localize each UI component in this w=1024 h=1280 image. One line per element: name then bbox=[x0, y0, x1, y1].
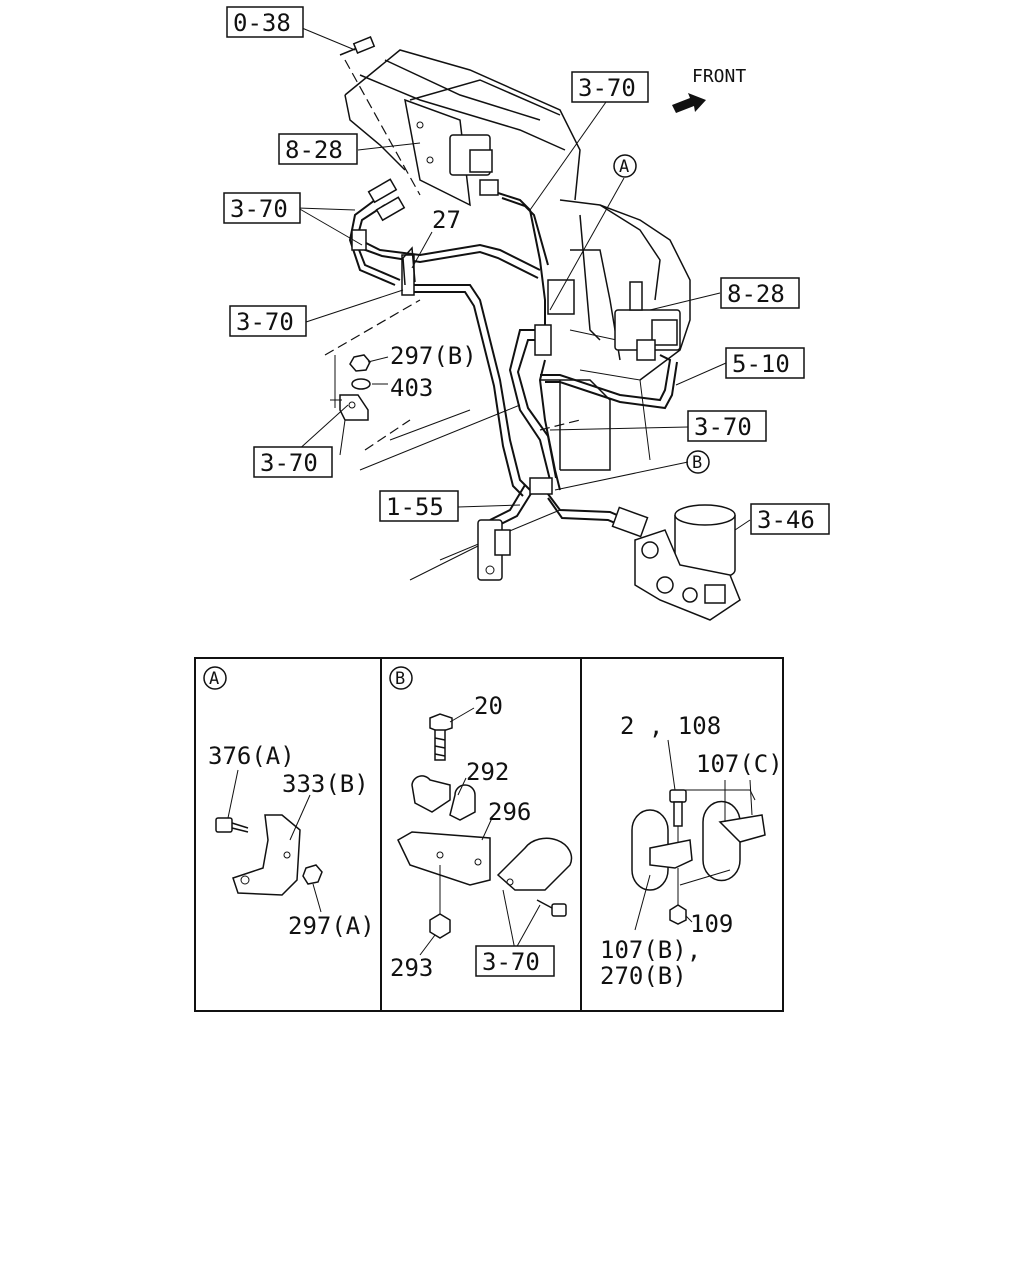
svg-text:8-28: 8-28 bbox=[727, 280, 785, 308]
svg-text:A: A bbox=[619, 157, 629, 177]
ref-box-3-70-top: 3-70 bbox=[571, 71, 649, 103]
svg-text:3-70: 3-70 bbox=[694, 413, 752, 441]
part-293: 293 bbox=[390, 954, 433, 982]
ref-box-3-70-left: 3-70 bbox=[223, 192, 301, 224]
front-arrow-icon bbox=[672, 93, 706, 113]
valve-1-55 bbox=[477, 519, 511, 581]
svg-text:3-70: 3-70 bbox=[578, 74, 636, 102]
part-27: 27 bbox=[432, 206, 461, 234]
part-297b: 297(B) bbox=[390, 342, 477, 370]
ref-box-8-28-left: 8-28 bbox=[278, 133, 358, 165]
ref-box-0-38: 0-38 bbox=[226, 6, 304, 38]
part-20: 20 bbox=[474, 692, 503, 720]
detail-b: B 20 292 296 293 3-70 bbox=[389, 666, 573, 982]
ref-box-3-70-right: 3-70 bbox=[687, 410, 767, 442]
callout-b: B bbox=[686, 450, 710, 474]
ref-box-3-70-detail: 3-70 bbox=[475, 945, 555, 977]
svg-text:3-46: 3-46 bbox=[757, 506, 815, 534]
air-dryer-3-46 bbox=[611, 504, 741, 621]
callout-a: A bbox=[613, 154, 637, 178]
ref-box-1-55: 1-55 bbox=[379, 490, 459, 522]
bracket-group bbox=[330, 354, 371, 421]
part-107b: 107(B), bbox=[600, 936, 701, 964]
ref-box-3-70-mid: 3-70 bbox=[229, 305, 307, 337]
front-label: FRONT bbox=[692, 66, 746, 87]
svg-text:3-70: 3-70 bbox=[260, 449, 318, 477]
svg-text:1-55: 1-55 bbox=[386, 493, 444, 521]
bolt-0-38 bbox=[339, 36, 376, 56]
valve-plate-left bbox=[404, 98, 499, 207]
svg-text:3-70: 3-70 bbox=[236, 308, 294, 336]
main-view: FRONT 0-38 3-70 bbox=[223, 6, 830, 621]
ref-box-3-46: 3-46 bbox=[750, 503, 830, 535]
svg-text:5-10: 5-10 bbox=[732, 350, 790, 378]
part-109: 109 bbox=[690, 910, 733, 938]
detail-panels bbox=[194, 657, 784, 1012]
svg-text:8-28: 8-28 bbox=[285, 136, 343, 164]
ref-box-5-10: 5-10 bbox=[725, 347, 805, 379]
detail-b-marker: B bbox=[395, 669, 405, 689]
part-297a: 297(A) bbox=[288, 912, 375, 940]
valve-right bbox=[614, 281, 681, 361]
part-333b: 333(B) bbox=[282, 770, 369, 798]
cab-outline bbox=[324, 49, 691, 581]
part-292: 292 bbox=[466, 758, 509, 786]
ref-box-8-28-right: 8-28 bbox=[720, 277, 800, 309]
svg-text:0-38: 0-38 bbox=[233, 9, 291, 37]
part-376a: 376(A) bbox=[208, 742, 295, 770]
leader-lines bbox=[295, 27, 751, 531]
part-270b: 270(B) bbox=[600, 962, 687, 990]
part-403: 403 bbox=[390, 374, 433, 402]
svg-text:3-70: 3-70 bbox=[482, 948, 540, 976]
detail-c: 2 , 108 107(C) 109 107(B), 270(B) bbox=[600, 712, 783, 990]
part-107c: 107(C) bbox=[696, 750, 783, 778]
ref-box-3-70-bracket: 3-70 bbox=[253, 446, 333, 478]
part-2-108: 2 , 108 bbox=[620, 712, 721, 740]
svg-text:3-70: 3-70 bbox=[230, 195, 288, 223]
svg-text:B: B bbox=[692, 453, 702, 473]
part-296: 296 bbox=[488, 798, 531, 826]
detail-a: A 376(A) 333(B) 297(A) bbox=[203, 666, 375, 940]
detail-a-marker: A bbox=[209, 669, 219, 689]
